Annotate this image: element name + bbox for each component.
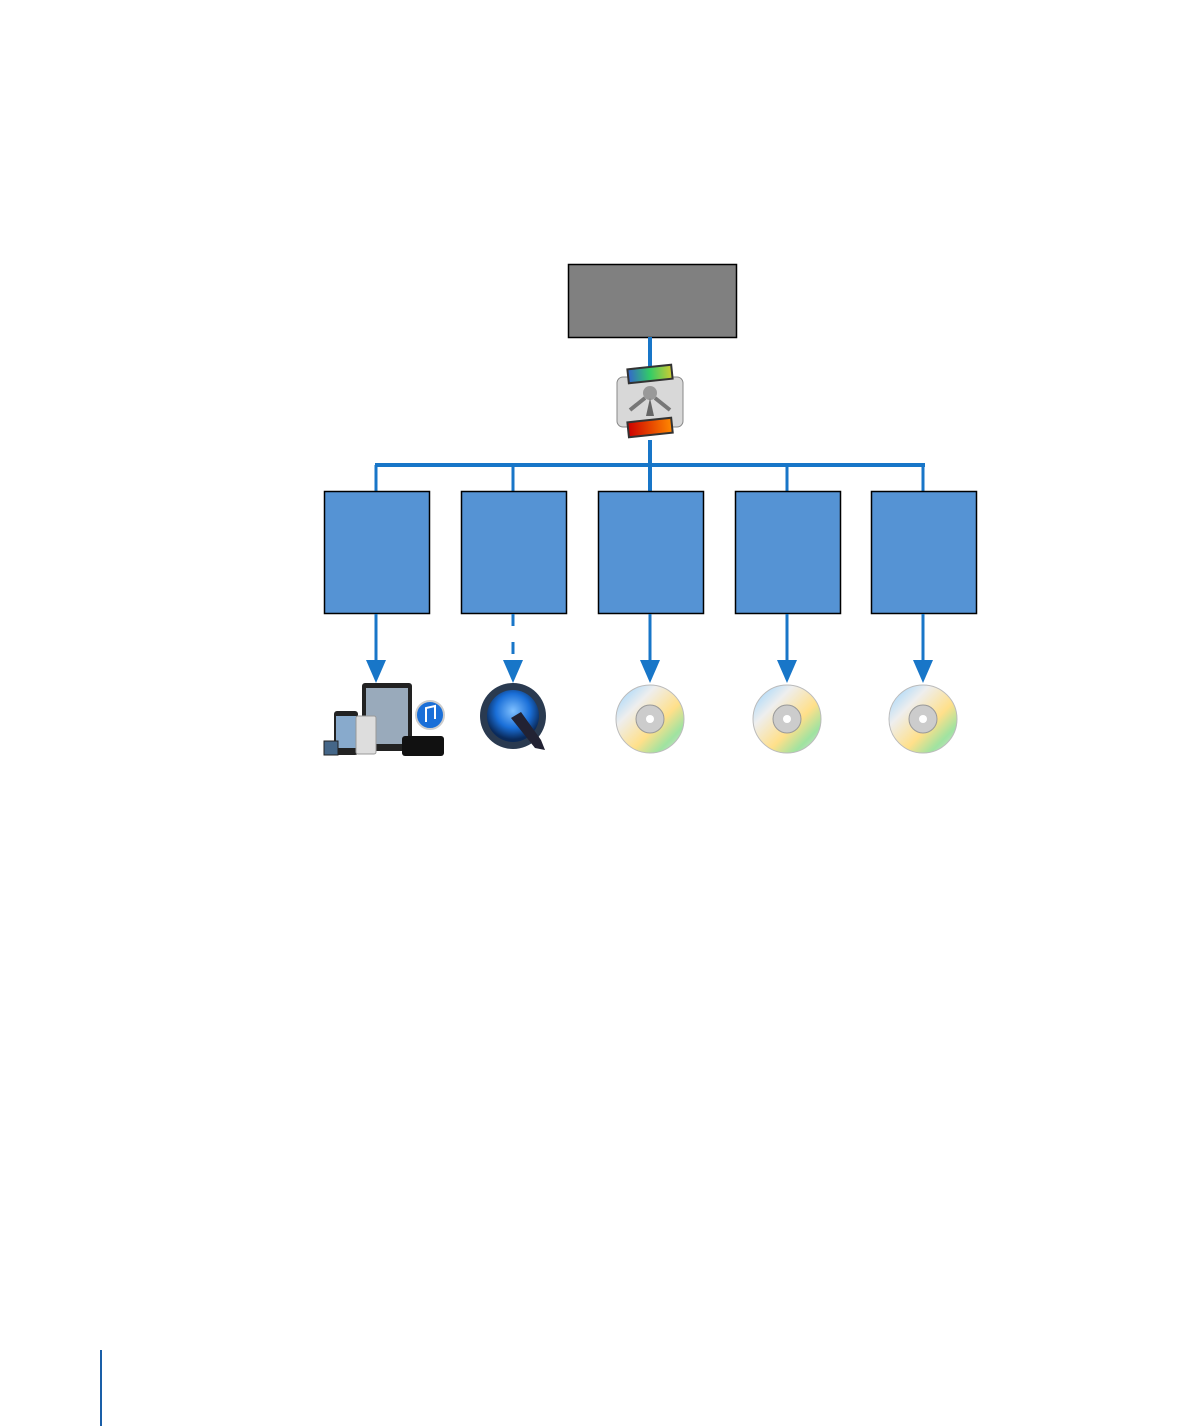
compressor-app-icon bbox=[616, 363, 684, 439]
output-box bbox=[870, 490, 978, 615]
arrowhead bbox=[913, 660, 933, 683]
arrowhead bbox=[777, 660, 797, 683]
dvd-disc-icon bbox=[752, 684, 822, 754]
output-box bbox=[323, 490, 431, 615]
dvd-disc-icon bbox=[888, 684, 958, 754]
dvd-disc-icon bbox=[615, 684, 685, 754]
arrowhead bbox=[503, 660, 523, 683]
source-box bbox=[567, 263, 738, 339]
output-box bbox=[734, 490, 842, 615]
quicktime-icon bbox=[480, 683, 546, 750]
arrowhead bbox=[640, 660, 660, 683]
output-box bbox=[460, 490, 568, 615]
arrowhead bbox=[366, 660, 386, 683]
output-box bbox=[597, 490, 705, 615]
apple-devices-icon bbox=[323, 683, 445, 756]
